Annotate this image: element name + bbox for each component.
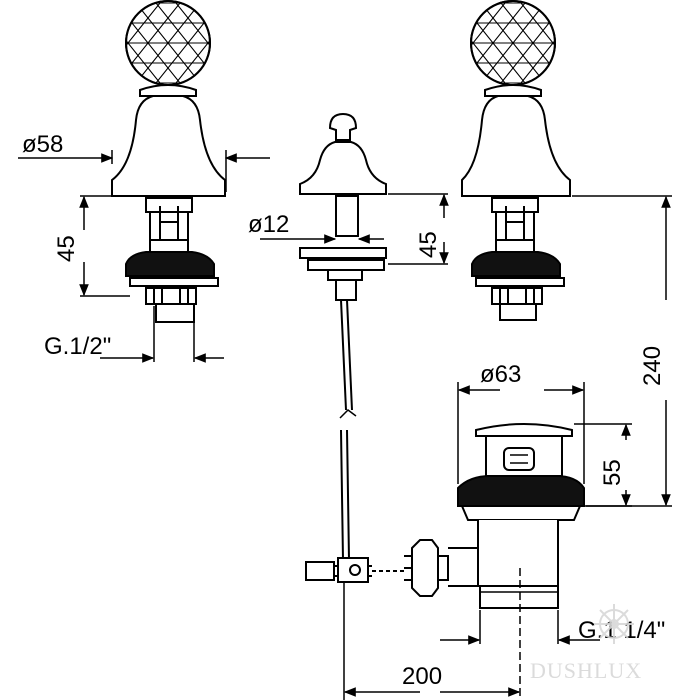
dim-h240-label: 240	[639, 346, 666, 386]
left-bell-body	[111, 95, 226, 197]
drain-body	[477, 520, 559, 587]
dim-h45-center-label: 45	[415, 231, 442, 258]
ship-wheel-icon	[594, 604, 634, 644]
drain-plug-top	[475, 422, 573, 437]
dim-d63-label: ø63	[480, 361, 521, 388]
center-knob	[328, 112, 358, 141]
center-popup-control	[299, 112, 405, 583]
right-crystal-knob	[470, 0, 556, 86]
drain-lever-nut	[404, 539, 449, 597]
drain-waste	[404, 422, 585, 609]
drain-flange	[457, 475, 585, 507]
dimension-lines	[18, 150, 672, 700]
watermark-brand: DUSHLUX	[530, 658, 642, 683]
left-cartridge	[145, 197, 193, 255]
right-cartridge	[491, 197, 539, 255]
dim-d58-label: ø58	[22, 131, 63, 158]
dim-w200-label: 200	[402, 663, 442, 690]
right-flange	[471, 251, 561, 277]
right-tap	[461, 0, 571, 321]
dim-h55-label: 55	[599, 459, 626, 486]
left-crystal-knob	[125, 0, 211, 86]
left-flange	[125, 251, 215, 277]
dim-thread-half-label: G.1/2"	[44, 333, 111, 360]
left-tap	[111, 0, 226, 323]
dim-h45-left-label: 45	[53, 235, 80, 262]
right-bell-body	[461, 95, 571, 197]
pull-rod	[340, 299, 353, 411]
right-knob-neck	[484, 84, 542, 97]
center-bell	[299, 141, 387, 195]
left-knob-neck	[139, 84, 197, 97]
dim-d12-label: ø12	[248, 211, 289, 238]
watermark-logo: DUSHLUX	[530, 604, 642, 683]
